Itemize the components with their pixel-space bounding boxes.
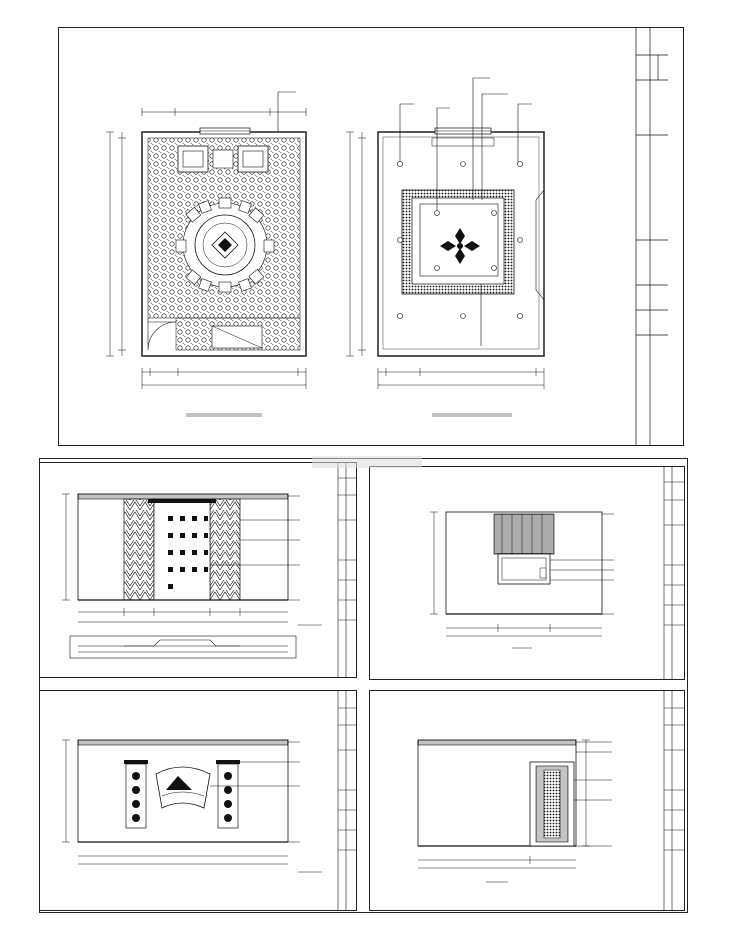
- plan-captions: [186, 413, 512, 417]
- elevation-b-drawing: [430, 466, 685, 680]
- title-block-top: [635, 27, 668, 446]
- floor-plan-furniture: [141, 91, 307, 357]
- elevation-d-drawing: [417, 690, 685, 911]
- floor-plan-dimensions: [106, 108, 307, 389]
- ceiling-plan-dimensions: [346, 131, 545, 389]
- ceiling-plan: [377, 77, 545, 357]
- elevation-c-drawing: [62, 690, 357, 911]
- watermark-band: [312, 456, 422, 468]
- elevation-a-drawing: [62, 462, 357, 678]
- sheet-elevation-d: [369, 690, 685, 911]
- elevation-captions: [298, 624, 532, 883]
